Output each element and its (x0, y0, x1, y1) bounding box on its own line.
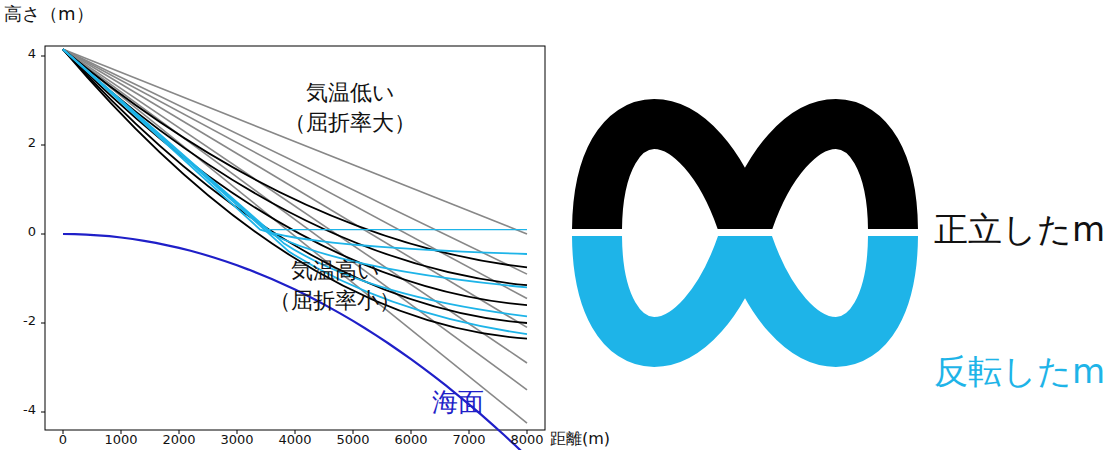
ray-line (266, 229, 527, 230)
shape-label: 正立したm (934, 210, 1105, 249)
ray-line (63, 49, 527, 298)
tick-label: 2000 (162, 433, 195, 448)
shape-label: 反転したm (934, 352, 1105, 391)
tick-label: -2 (23, 314, 36, 329)
axis-title: 距離(m) (550, 430, 610, 448)
region-label: 気温高い (291, 258, 380, 283)
tick-label: 2 (28, 136, 36, 151)
ray-line (63, 49, 527, 305)
tick-mark (41, 412, 45, 413)
tick-label: 5000 (336, 433, 369, 448)
ray-line (63, 49, 527, 327)
ray-line (63, 49, 527, 316)
tick-label: 8000 (510, 433, 543, 448)
tick-mark (41, 234, 45, 235)
ray-line (63, 49, 527, 274)
region-label: （屈折率小） (269, 288, 401, 313)
ray-line (63, 49, 527, 267)
region-label: （屈折率大） (284, 110, 416, 135)
ray-line (63, 49, 527, 287)
ray-paths (63, 49, 527, 450)
ray-line (63, 49, 527, 390)
tick-mark (41, 56, 45, 57)
tick-label: 0 (59, 433, 67, 448)
upright-infinity (597, 124, 893, 229)
tick-label: 0 (28, 225, 36, 240)
ray-line (63, 49, 527, 338)
axis-ticks (41, 56, 527, 434)
ray-line (63, 49, 527, 363)
tick-label: 4000 (278, 433, 311, 448)
ray-line (63, 49, 527, 334)
tick-mark (41, 145, 45, 146)
inverted-infinity (597, 236, 893, 342)
sea-label: 海面 (432, 388, 484, 418)
tick-label: -4 (23, 403, 36, 418)
ray-line (63, 49, 527, 254)
axis-title: 高さ（m） (4, 4, 94, 25)
region-label: 気温低い (306, 80, 395, 105)
ray-line (63, 49, 527, 323)
ray-line (63, 234, 527, 450)
ray-line (63, 49, 527, 423)
tick-label: 1000 (104, 433, 137, 448)
tick-mark (41, 323, 45, 324)
tick-label: 4 (28, 47, 36, 62)
tick-label: 7000 (452, 433, 485, 448)
tick-label: 6000 (394, 433, 427, 448)
tick-label: 3000 (220, 433, 253, 448)
